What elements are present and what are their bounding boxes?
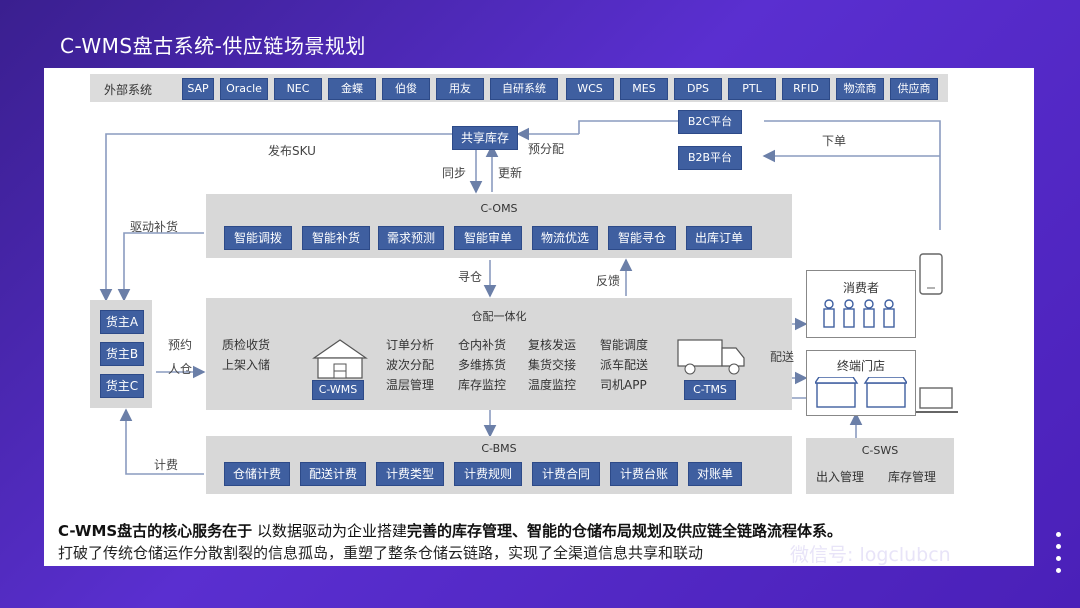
label-sync: 同步 bbox=[442, 166, 467, 180]
label-reserve: 预约 bbox=[168, 338, 193, 352]
laptop-icon bbox=[914, 387, 958, 413]
wd-block: 仓配一体化 质检收货 上架入储 C-WMS 订单分析 仓内补货 复核发运 智能调… bbox=[206, 298, 792, 410]
oms-logistics-select: 物流优选 bbox=[532, 226, 598, 250]
chip-mes: MES bbox=[620, 78, 668, 100]
slide-dots bbox=[1056, 532, 1062, 580]
oms-smart-transfer: 智能调拨 bbox=[224, 226, 292, 250]
wd-inner-replenish: 仓内补货 bbox=[458, 338, 507, 352]
diagram-panel: 外部系统 SAP Oracle NEC 金蝶 伯俊 用友 自研系统 WCS ME… bbox=[44, 68, 1034, 566]
chip-oracle: Oracle bbox=[220, 78, 268, 100]
bms-title: C-BMS bbox=[481, 442, 517, 455]
owner-a: 货主A bbox=[100, 310, 144, 334]
label-drive-replenish: 驱动补货 bbox=[130, 220, 179, 234]
store-icon bbox=[815, 377, 907, 408]
bms-statement: 对账单 bbox=[688, 462, 742, 486]
wd-order-analysis: 订单分析 bbox=[386, 338, 435, 352]
chip-self-developed: 自研系统 bbox=[490, 78, 558, 100]
b2c-platform-box: B2C平台 bbox=[678, 110, 742, 134]
label-find-warehouse: 寻仓 bbox=[458, 270, 483, 284]
bms-delivery-billing: 配送计费 bbox=[300, 462, 366, 486]
owners-block: 货主A 货主B 货主C bbox=[90, 300, 152, 408]
oms-smart-find-warehouse: 智能寻仓 bbox=[608, 226, 676, 250]
wms-label: C-WMS bbox=[312, 380, 364, 400]
footer-line-1: C-WMS盘古的核心服务在于 以数据驱动为企业搭建完善的库存管理、智能的仓储布局… bbox=[58, 520, 842, 541]
bms-billing-type: 计费类型 bbox=[376, 462, 444, 486]
bms-block: C-BMS 仓储计费 配送计费 计费类型 计费规则 计费合同 计费台账 对账单 bbox=[206, 436, 792, 494]
external-systems-label: 外部系统 bbox=[104, 83, 153, 97]
label-publish-sku: 发布SKU bbox=[268, 144, 316, 158]
bms-storage-billing: 仓储计费 bbox=[224, 462, 290, 486]
wd-driver-app: 司机APP bbox=[600, 378, 647, 392]
store-title: 终端门店 bbox=[836, 359, 885, 373]
oms-title: C-OMS bbox=[480, 202, 518, 215]
bms-billing-rule: 计费规则 bbox=[454, 462, 522, 486]
chip-rfid: RFID bbox=[782, 78, 830, 100]
tms-label: C-TMS bbox=[684, 380, 736, 400]
wd-consolidate: 集货交接 bbox=[528, 358, 577, 372]
sws-inventory: 库存管理 bbox=[888, 470, 937, 484]
store-block: 终端门店 bbox=[806, 350, 916, 416]
bms-billing-ledger: 计费台账 bbox=[610, 462, 678, 486]
sws-inout: 出入管理 bbox=[816, 470, 865, 484]
chip-logistics: 物流商 bbox=[836, 78, 884, 100]
wd-temp-zone: 温层管理 bbox=[386, 378, 435, 392]
chip-nec: NEC bbox=[274, 78, 322, 100]
wd-temp-monitor: 温度监控 bbox=[528, 378, 577, 392]
label-deliver: 配送 bbox=[770, 350, 795, 364]
wd-inventory-monitor: 库存监控 bbox=[458, 378, 507, 392]
owner-c: 货主C bbox=[100, 374, 144, 398]
sws-title: C-SWS bbox=[861, 444, 899, 457]
label-inbound: 人仓 bbox=[168, 362, 193, 376]
chip-kingdee: 金蝶 bbox=[328, 78, 376, 100]
oms-smart-review: 智能审单 bbox=[454, 226, 522, 250]
chip-ptl: PTL bbox=[728, 78, 776, 100]
external-systems-bar: 外部系统 SAP Oracle NEC 金蝶 伯俊 用友 自研系统 WCS ME… bbox=[90, 74, 948, 102]
chip-sap: SAP bbox=[182, 78, 214, 100]
owner-b: 货主B bbox=[100, 342, 144, 366]
chip-dps: DPS bbox=[674, 78, 722, 100]
wd-wave-allocate: 波次分配 bbox=[386, 358, 435, 372]
wd-smart-dispatch: 智能调度 bbox=[600, 338, 649, 352]
footer-line-2: 打破了传统仓储运作分散割裂的信息孤岛，重塑了整条仓储云链路，实现了全渠道信息共享… bbox=[58, 544, 704, 562]
wd-qc-receive: 质检收货 bbox=[222, 338, 271, 352]
phone-icon bbox=[919, 253, 943, 295]
wd-putaway: 上架入储 bbox=[222, 358, 271, 372]
consumer-title: 消费者 bbox=[842, 281, 879, 295]
label-place-order: 下单 bbox=[822, 134, 847, 148]
wechat-watermark: 微信号: logclubcn bbox=[790, 544, 951, 566]
label-update: 更新 bbox=[498, 166, 523, 180]
bms-billing-contract: 计费合同 bbox=[532, 462, 600, 486]
footer-lead-bold: C-WMS盘古的核心服务在于 bbox=[58, 522, 253, 540]
sws-block: C-SWS 出入管理 库存管理 bbox=[806, 438, 954, 494]
slide-title: C-WMS盘古系统-供应链场景规划 bbox=[60, 34, 366, 58]
footer-lead: 以数据驱动为企业搭建 bbox=[252, 522, 407, 540]
oms-block: C-OMS 智能调拨 智能补货 需求预测 智能审单 物流优选 智能寻仓 出库订单 bbox=[206, 194, 792, 258]
label-feedback: 反馈 bbox=[596, 274, 621, 288]
label-pre-allocate: 预分配 bbox=[528, 142, 565, 156]
oms-demand-forecast: 需求预测 bbox=[378, 226, 444, 250]
label-billing: 计费 bbox=[154, 458, 179, 472]
footer-emphasis: 完善的库存管理、智能的仓储布局规划及供应链全链路流程体系。 bbox=[406, 522, 842, 540]
chip-bojun: 伯俊 bbox=[382, 78, 430, 100]
wd-check-ship: 复核发运 bbox=[528, 338, 577, 352]
chip-wcs: WCS bbox=[566, 78, 614, 100]
consumer-block: 消费者 bbox=[806, 270, 916, 338]
warehouse-icon bbox=[312, 339, 368, 379]
b2b-platform-box: B2B平台 bbox=[678, 146, 742, 170]
wd-title: 仓配一体化 bbox=[471, 310, 527, 323]
chip-yonyou: 用友 bbox=[436, 78, 484, 100]
oms-smart-replenish: 智能补货 bbox=[302, 226, 370, 250]
shared-inventory-box: 共享库存 bbox=[452, 126, 518, 150]
wd-multi-pick: 多维拣货 bbox=[458, 358, 507, 372]
oms-outbound-order: 出库订单 bbox=[686, 226, 752, 250]
people-icon bbox=[823, 299, 895, 328]
wd-vehicle-delivery: 派车配送 bbox=[600, 358, 649, 372]
truck-icon bbox=[677, 339, 745, 375]
chip-supplier: 供应商 bbox=[890, 78, 938, 100]
